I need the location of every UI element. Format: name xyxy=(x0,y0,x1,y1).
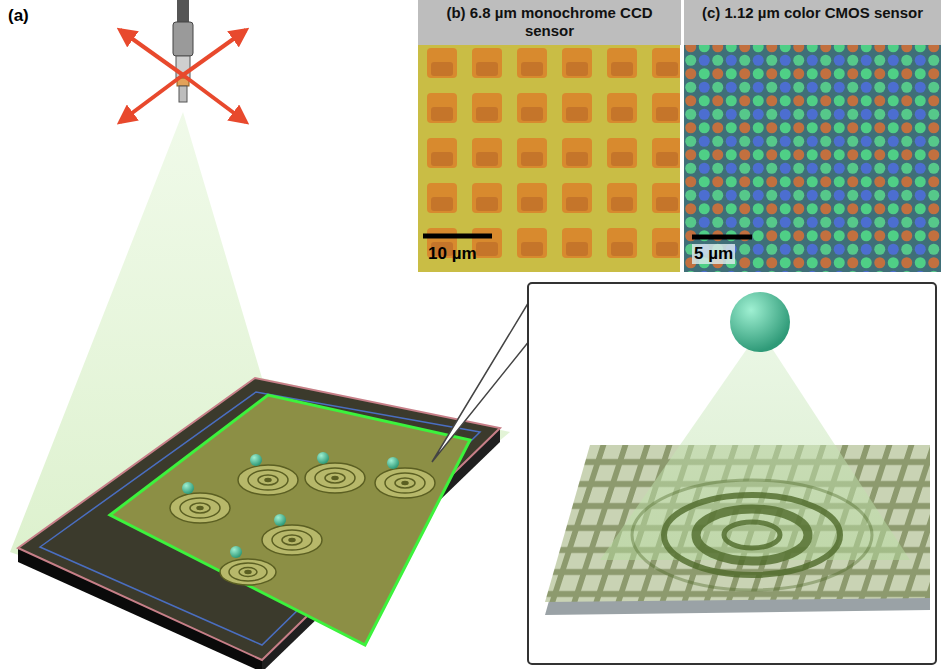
sample-beads xyxy=(182,452,399,558)
cmos-pixels xyxy=(684,0,941,272)
fiber-source xyxy=(173,0,193,102)
inset-frame xyxy=(528,283,936,664)
scale-bar xyxy=(692,235,752,240)
chip-body xyxy=(18,378,500,660)
sensor-panel: (b) 6.8 µm monochrome CCD sensor 10 µm xyxy=(418,0,681,272)
hologram-rings xyxy=(170,463,435,585)
ccd-pixels xyxy=(418,0,681,272)
panel-heading: (c) 1.12 µm color CMOS sensor xyxy=(684,0,941,45)
panel-label: (a) xyxy=(8,6,29,26)
scale-label: 10 µm xyxy=(426,244,479,264)
zoom-wedge xyxy=(432,300,530,462)
inset-bead xyxy=(730,292,790,352)
panel-heading: (b) 6.8 µm monochrome CCD sensor xyxy=(418,0,681,45)
chip-pads xyxy=(40,392,480,645)
motion-arrows xyxy=(120,30,246,122)
sensor-area xyxy=(110,395,470,645)
sensor-panel: (c) 1.12 µm color CMOS sensor 5 µm xyxy=(684,0,941,272)
scale-bar xyxy=(423,234,492,239)
inset-rings xyxy=(632,480,872,590)
inset-light xyxy=(600,330,910,560)
scale-label: 5 µm xyxy=(692,244,735,264)
